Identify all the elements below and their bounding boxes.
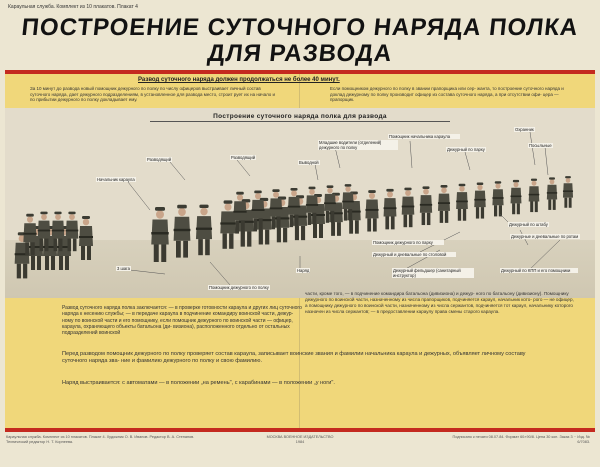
label-ohrana: Охранник	[514, 127, 535, 132]
label-razvodyashchiy-1: Разводящий	[146, 157, 173, 162]
bottom-red-stripe	[5, 428, 595, 432]
series-caption: Караульная служба. Комплект из 10 плакат…	[8, 4, 138, 10]
closing-paragraph-2: Наряд выстраивается: с автоматами — в по…	[62, 380, 335, 386]
officer-group	[151, 204, 213, 262]
label-naryad: Наряд	[296, 268, 311, 273]
label-pomoshchnik-park: Помощник дежурного по парку	[372, 240, 444, 245]
footer-center: МОСКВА ВОЕННОЕ ИЗДАТЕЛЬСТВО 1984	[266, 435, 334, 444]
label-dezhurny-kpp: Дежурный по КПП и его помощники	[500, 268, 578, 273]
label-tri-shaga: 3 шага	[116, 266, 131, 271]
footer-left: Караульная служба. Комплект из 10 плакат…	[6, 435, 195, 444]
label-pomoshchnik-nachalnika: Помощник начальника караула	[388, 134, 460, 139]
label-dnevalnye: Дежурные и дневальные по ротам	[510, 234, 580, 239]
scene-title-underline	[150, 121, 450, 122]
intro-right-text: Если помощником дежурного по полку в зва…	[330, 86, 564, 103]
label-dezhurny-park: Дежурный по парку	[446, 147, 486, 152]
intro-heading: Развод суточного наряда должен продолжат…	[138, 77, 340, 83]
footer-right: Подписано к печати 08.07.84. Формат 60×9…	[452, 435, 590, 444]
label-stolovaya: Дежурный и дневальные по столовой	[372, 252, 456, 257]
label-feldsher: Дежурный фельдшер (санитарный инструктор…	[392, 268, 474, 278]
label-pomoshchnik-dezhurnogo: Помощник дежурного по полку	[208, 285, 270, 290]
scene-title: Построение суточного наряда полка для ра…	[213, 113, 387, 120]
intro-left-text: За 10 минут до развода новый помощник де…	[30, 86, 276, 103]
body-text-right: части, кроме того, — в подчинение команд…	[305, 291, 574, 314]
label-vyvodnoy: Выводной	[298, 160, 320, 165]
label-nachalnik-karaula: Начальник караула	[96, 177, 136, 182]
closing-paragraph-1: Перед разводом помощник дежурного по пол…	[62, 351, 526, 365]
label-posyl: Посыльные	[528, 143, 553, 148]
label-dezhurny-shtab: Дежурный по штабу	[508, 222, 549, 227]
label-razvodyashchiy-2: Разводящий	[230, 155, 257, 160]
body-text-left: Развод суточного наряда полка заключаетс…	[62, 305, 302, 337]
left-guard-group	[14, 211, 93, 279]
label-mladshie: Младшие водители (отделений) дежурного п…	[318, 140, 398, 150]
top-red-stripe	[5, 70, 595, 74]
